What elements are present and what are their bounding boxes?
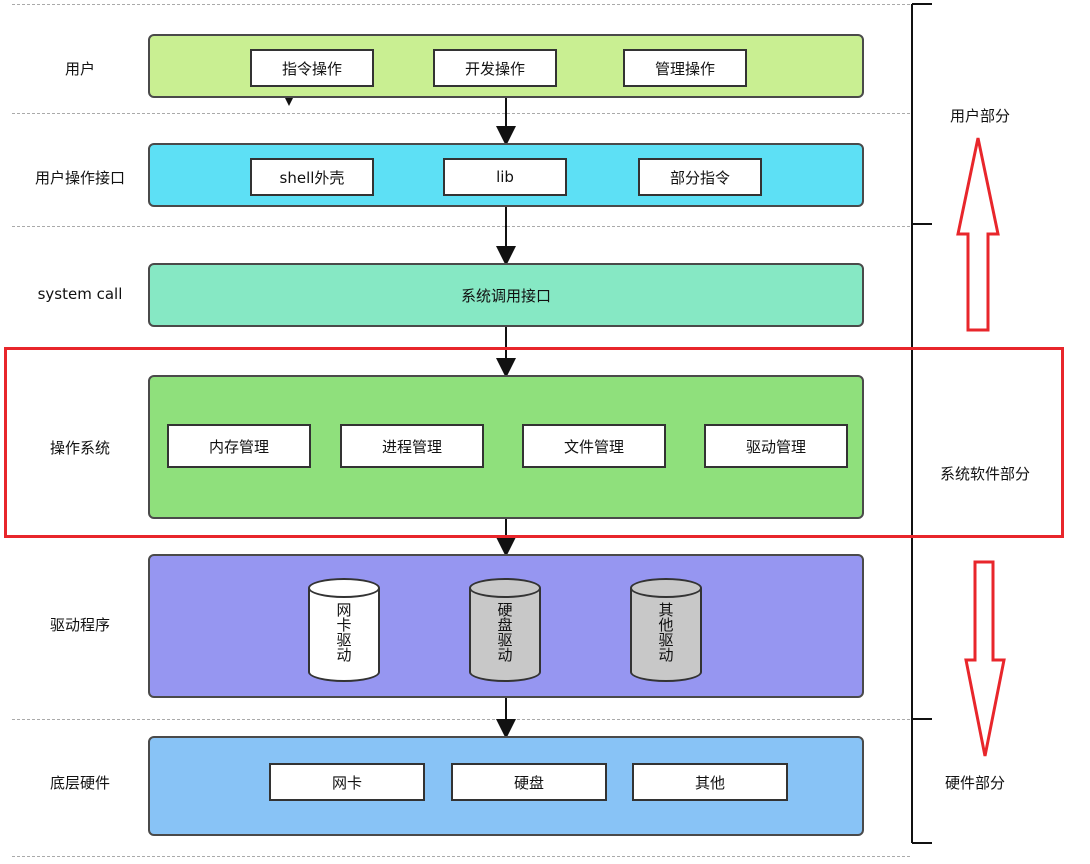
separator [12,113,910,114]
box-memory-management: 内存管理 [167,424,311,468]
section-label-user: 用户部分 [949,107,1010,125]
separator [12,719,910,720]
small-arrow [285,98,293,106]
separator [12,4,910,5]
cylinder-nic-driver: 网卡驱动 [308,578,380,682]
box-driver-management: 驱动管理 [704,424,848,468]
separator [12,226,910,227]
layer-label-user: 用户 [64,60,95,78]
layer-label-syscall: system call [37,285,123,303]
syscall-interface-text: 系统调用接口 [460,286,551,305]
layer-label-os: 操作系统 [49,439,110,457]
box-lib: lib [443,158,567,196]
box-command-operation: 指令操作 [250,49,374,87]
box-process-management: 进程管理 [340,424,484,468]
red-up-arrow [956,137,1000,332]
separator [12,856,910,857]
layer-label-hardware: 底层硬件 [49,774,110,792]
box-nic: 网卡 [269,763,425,801]
section-label-system-software: 系统软件部分 [939,465,1030,483]
layer-label-drivers: 驱动程序 [49,616,110,634]
box-partial-commands: 部分指令 [638,158,762,196]
box-file-management: 文件管理 [522,424,666,468]
layer-band-syscall: 系统调用接口 [148,263,864,327]
red-down-arrow [964,560,1006,757]
cylinder-label: 其他驱动 [656,602,675,662]
cylinder-disk-driver: 硬盘驱动 [469,578,541,682]
right-bracket [911,3,932,844]
box-admin-operation: 管理操作 [623,49,747,87]
cylinder-label: 硬盘驱动 [495,602,514,662]
box-shell: shell外壳 [250,158,374,196]
cylinder-other-driver: 其他驱动 [630,578,702,682]
box-other: 其他 [632,763,788,801]
cylinder-label: 网卡驱动 [334,602,353,662]
layer-label-user-interface: 用户操作接口 [34,169,125,187]
box-disk: 硬盘 [451,763,607,801]
section-label-hardware: 硬件部分 [944,774,1005,792]
highlight-frame-system-software [4,347,1064,538]
box-dev-operation: 开发操作 [433,49,557,87]
